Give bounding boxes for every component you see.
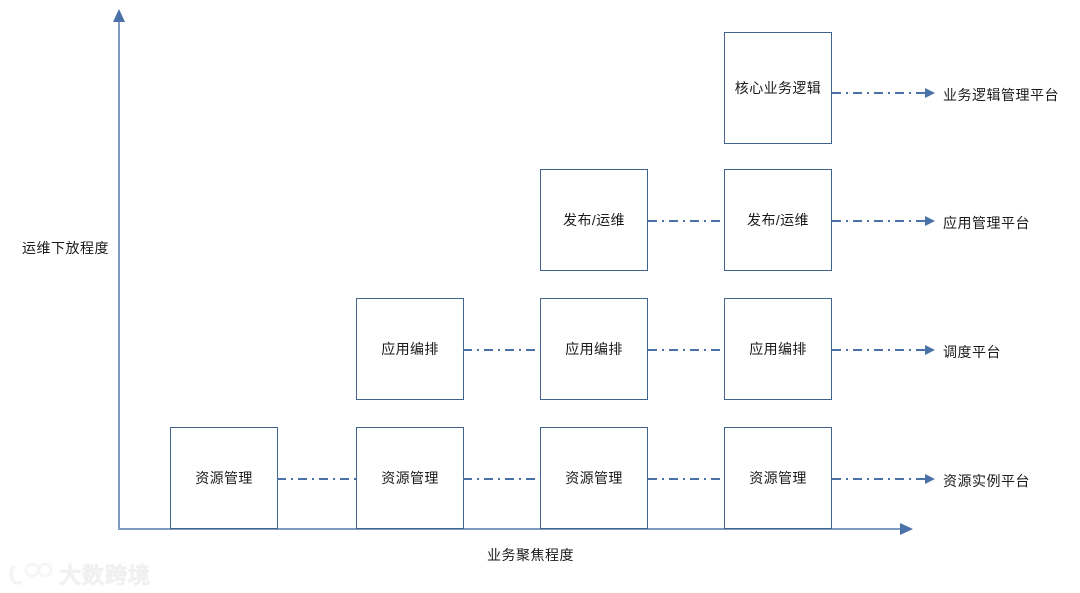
node-label: 资源管理 (379, 468, 441, 488)
node-box-r3-c4[interactable]: 应用编排 (724, 298, 832, 400)
node-label: 资源管理 (193, 468, 255, 488)
node-label: 应用编排 (747, 339, 809, 359)
watermark: 大数跨境 (8, 558, 151, 590)
connector-arrow-row-1 (925, 88, 935, 98)
node-label: 核心业务逻辑 (732, 78, 824, 98)
platform-label-row-4: 资源实例平台 (943, 473, 1030, 489)
connector-row-4-d (832, 478, 933, 480)
node-label: 发布/运维 (561, 210, 627, 230)
platform-label-row-1: 业务逻辑管理平台 (943, 87, 1059, 103)
connector-row-3-c (832, 349, 933, 351)
node-box-r3-c2[interactable]: 应用编排 (356, 298, 464, 400)
node-box-r3-c3[interactable]: 应用编排 (540, 298, 648, 400)
connector-row-4-c (648, 478, 725, 480)
node-label: 应用编排 (379, 339, 441, 359)
node-box-r4-c1[interactable]: 资源管理 (170, 427, 278, 529)
connector-row-2-b (832, 220, 933, 222)
platform-label-row-3: 调度平台 (943, 344, 1001, 360)
node-box-r4-c4[interactable]: 资源管理 (724, 427, 832, 529)
node-box-r2-c3[interactable]: 发布/运维 (540, 169, 648, 271)
connector-arrow-row-2 (925, 216, 935, 226)
x-axis-line (118, 528, 902, 530)
y-axis-line (118, 20, 120, 530)
node-box-r4-c3[interactable]: 资源管理 (540, 427, 648, 529)
node-box-r1-c4[interactable]: 核心业务逻辑 (724, 32, 832, 144)
arrow-right-icon (900, 523, 913, 535)
connector-row-1 (832, 92, 933, 94)
connector-row-3-a (463, 349, 541, 351)
node-box-r2-c4[interactable]: 发布/运维 (724, 169, 832, 271)
y-axis-label: 运维下放程度 (22, 240, 109, 256)
node-label: 应用编排 (563, 339, 625, 359)
platform-label-row-2: 应用管理平台 (943, 215, 1030, 231)
dashu-logo-icon (9, 562, 52, 585)
watermark-text: 大数跨境 (59, 563, 152, 589)
x-axis-label: 业务聚焦程度 (487, 547, 574, 563)
connector-row-4-b (463, 478, 541, 480)
node-label: 资源管理 (747, 468, 809, 488)
connector-arrow-row-4 (925, 474, 935, 484)
connector-row-2-a (648, 220, 725, 222)
node-label: 发布/运维 (745, 210, 811, 230)
node-label: 资源管理 (563, 468, 625, 488)
connector-row-4-a (277, 478, 357, 480)
connector-row-3-b (648, 349, 725, 351)
arrow-up-icon (113, 9, 125, 22)
connector-arrow-row-3 (925, 345, 935, 355)
node-box-r4-c2[interactable]: 资源管理 (356, 427, 464, 529)
